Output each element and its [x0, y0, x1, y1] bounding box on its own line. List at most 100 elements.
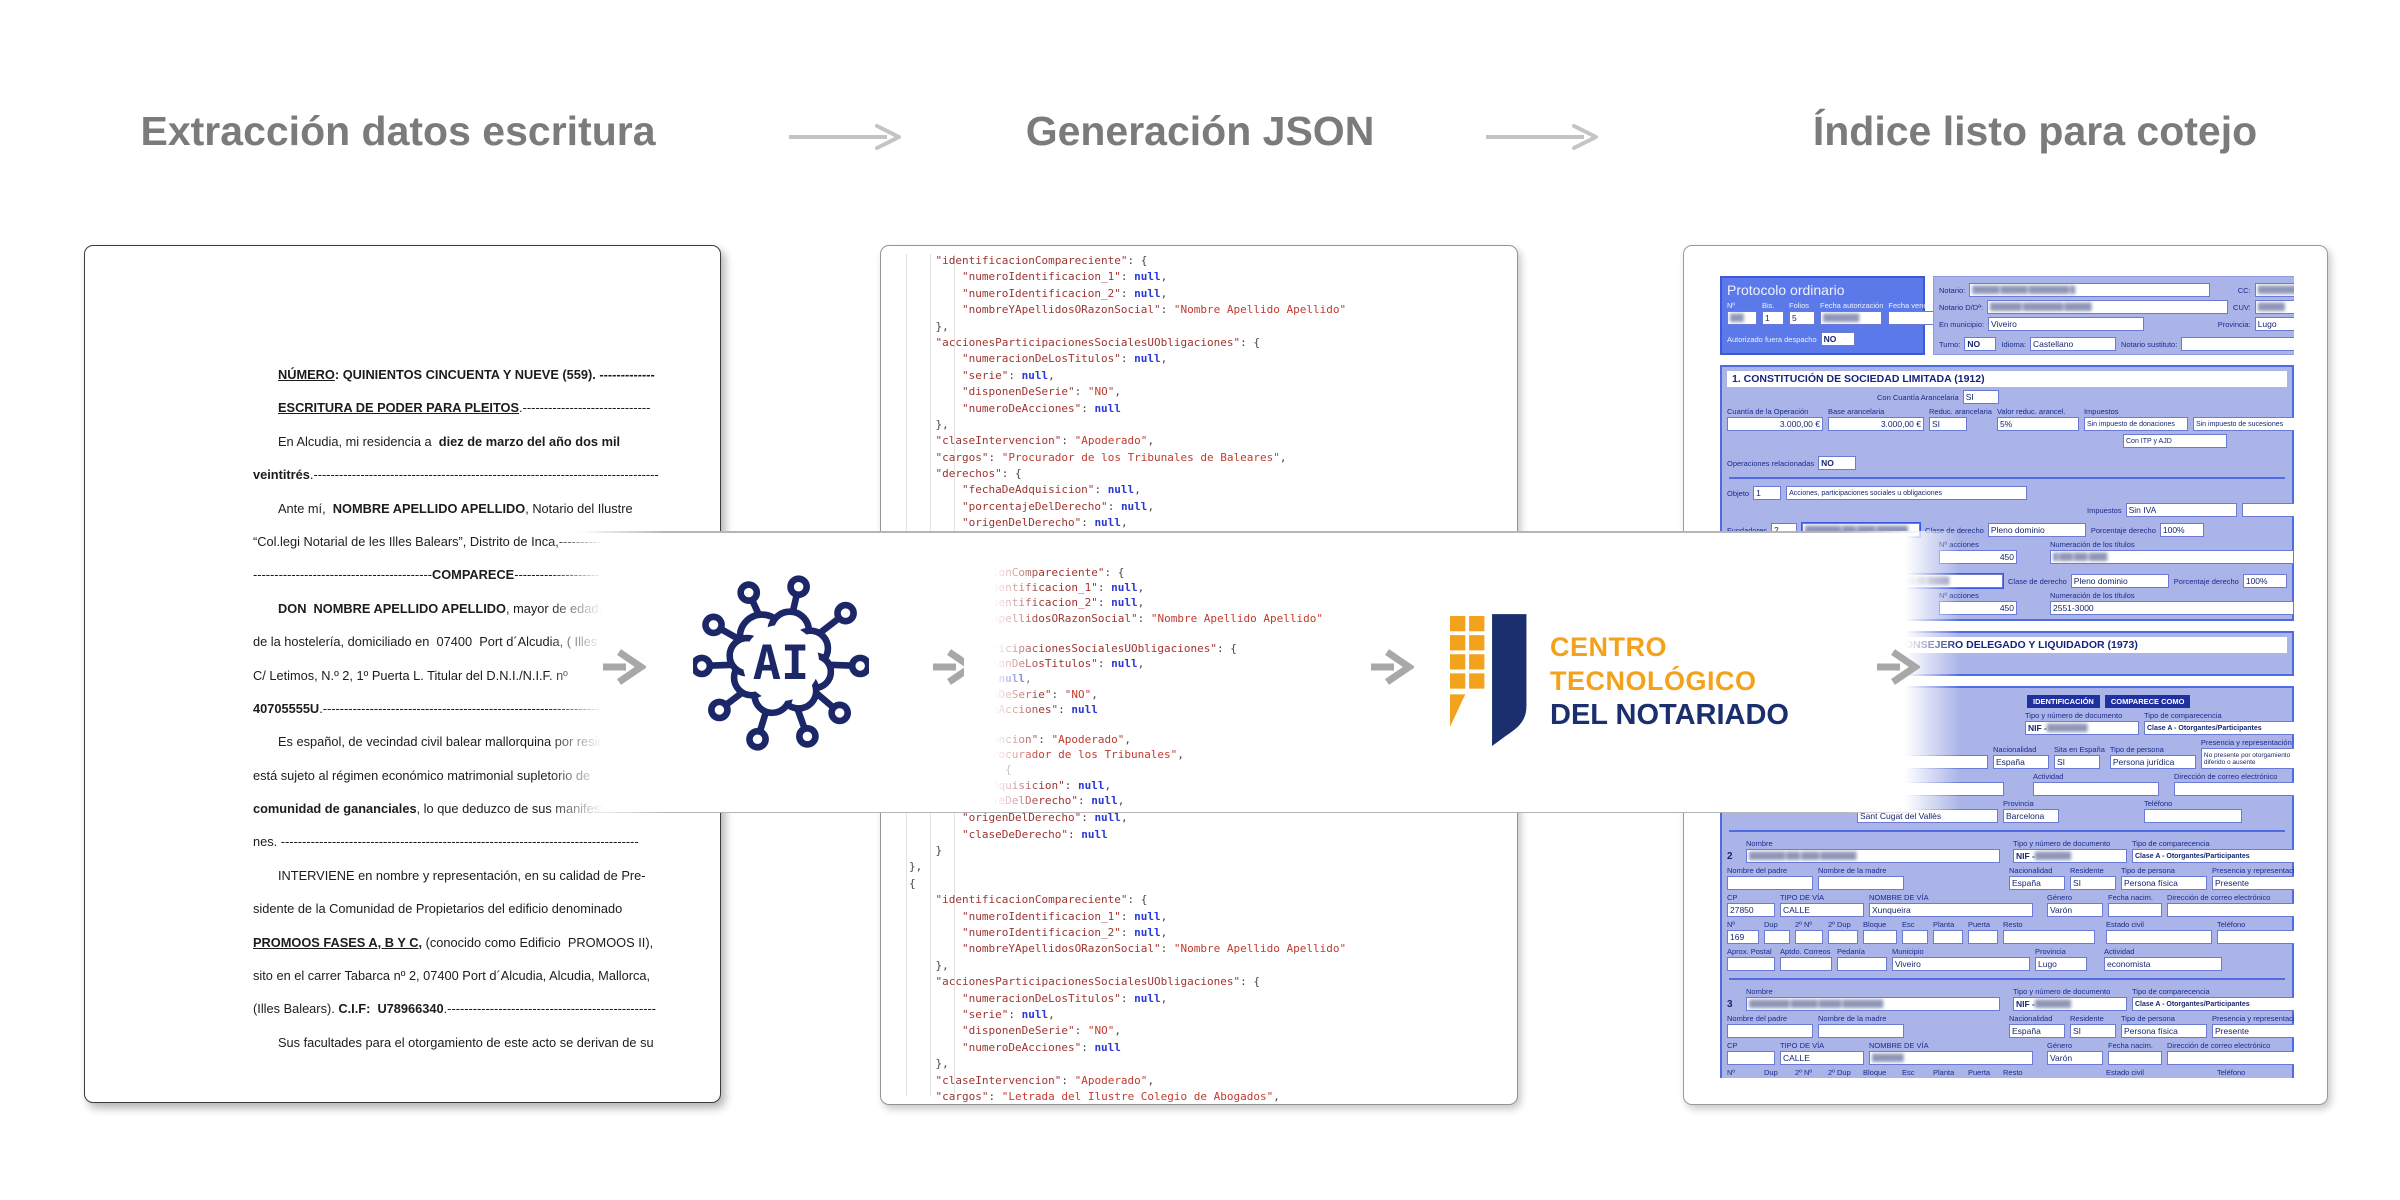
form-input[interactable]: ████████ [1820, 311, 1882, 325]
form-input[interactable]: 3.000,00 € [1828, 417, 1924, 431]
form-input[interactable]: Acciones, participaciones sociales u obl… [1786, 486, 2028, 500]
form-input[interactable] [1795, 930, 1823, 944]
form-input[interactable] [2106, 930, 2212, 944]
form-input[interactable]: Sin IVA [2125, 503, 2237, 517]
field-label: Residente [2070, 866, 2104, 875]
form-input[interactable]: █████████ [2254, 283, 2294, 297]
form-input[interactable]: 5% [1996, 417, 2079, 431]
form-input[interactable] [1727, 1051, 1775, 1065]
form-input[interactable]: █ ███ ███-████ [2050, 550, 2294, 564]
form-input[interactable] [1727, 876, 1813, 890]
form-input[interactable]: España [1993, 755, 2049, 769]
form-input[interactable]: No presente por otorgamiento diferido o … [2200, 748, 2294, 769]
form-input[interactable] [2217, 930, 2294, 944]
form-input[interactable]: SI [1929, 417, 1967, 431]
form-input[interactable]: Xunqueira [1869, 903, 2033, 917]
form-input[interactable]: Clase A - Otorgantes/Participantes [2144, 721, 2294, 735]
form-input[interactable]: Sin impuesto de donaciones [2083, 417, 2188, 431]
form-input[interactable]: █████████ ██████ █████ █████████ [1746, 997, 2000, 1011]
form-input[interactable]: NIF - ████████ [2013, 849, 2127, 863]
form-field: CP [1727, 1041, 1775, 1065]
form-input[interactable]: ███████ █████████ ██████ [1987, 300, 2229, 314]
json-snippet: cacionCompareciente": {roIdentificacion_… [964, 565, 1342, 811]
form-input[interactable] [1828, 930, 1858, 944]
form-input[interactable]: SI [1962, 390, 1999, 404]
form-input[interactable]: NIF - █████████ [2025, 721, 2139, 735]
form-input[interactable]: España [2009, 876, 2065, 890]
form-input[interactable] [1968, 930, 1998, 944]
field-label: Sita en España [2054, 745, 2105, 754]
form-input[interactable]: 3.000,00 € [1727, 417, 1823, 431]
form-input[interactable]: Pleno dominio [2070, 574, 2169, 588]
form-input[interactable] [1837, 957, 1887, 971]
form-input[interactable] [1863, 930, 1897, 944]
form-input[interactable] [2033, 782, 2159, 796]
form-input[interactable]: CALLE [1780, 1051, 1864, 1065]
form-input[interactable]: 5 [1789, 311, 1815, 325]
form-input[interactable] [2144, 809, 2242, 823]
form-input[interactable] [2174, 782, 2294, 796]
form-input[interactable] [1727, 957, 1775, 971]
form-input[interactable]: Presente [2212, 1024, 2294, 1038]
form-input[interactable]: NO [1964, 337, 1997, 351]
form-input[interactable] [1727, 1024, 1813, 1038]
form-input[interactable]: SI [2070, 1024, 2116, 1038]
form-input[interactable] [2108, 903, 2162, 917]
form-input[interactable]: Persona física [2121, 876, 2207, 890]
form-input[interactable] [1902, 930, 1928, 944]
form-input[interactable]: 1 [1753, 486, 1782, 500]
form-input[interactable] [1933, 930, 1963, 944]
form-input[interactable]: 100% [2242, 574, 2287, 588]
form-input[interactable]: NO [1818, 456, 1857, 470]
form-input[interactable] [2108, 1051, 2162, 1065]
form-input[interactable] [1818, 876, 1904, 890]
form-input[interactable]: 2551-3000 [2050, 601, 2294, 615]
form-input[interactable] [2003, 930, 2095, 944]
form-input[interactable]: Persona física [2121, 1024, 2207, 1038]
form-input[interactable] [2167, 1051, 2294, 1065]
form-input[interactable]: Presente [2212, 876, 2294, 890]
form-input[interactable]: CALLE [1780, 903, 1864, 917]
form-input[interactable]: SI [2070, 876, 2116, 890]
form-input[interactable]: 169 [1727, 930, 1759, 944]
form-input[interactable]: Clase A - Otorgantes/Participantes [2132, 849, 2294, 863]
form-input[interactable]: economista [2104, 957, 2222, 971]
document-line: INTERVIENE en nombre y representación, e… [278, 867, 646, 883]
form-input[interactable] [2241, 503, 2294, 517]
field-label: En municipio: [1939, 319, 1985, 329]
form-input[interactable]: Barcelona [2003, 809, 2059, 823]
form-input[interactable]: Varón [2047, 1051, 2103, 1065]
form-input[interactable]: ██████ ██████ █████████ █ [1969, 283, 2211, 297]
form-input[interactable]: ██████ [2254, 300, 2294, 314]
form-input[interactable]: NO [1820, 332, 1855, 346]
form-input[interactable]: Varón [2047, 903, 2103, 917]
form-input[interactable]: Lugo [2254, 317, 2294, 331]
form-input[interactable]: Persona jurídica [2109, 755, 2196, 769]
form-input[interactable]: SI [2054, 755, 2100, 769]
form-input[interactable]: Con ITP y AJD [2123, 434, 2227, 448]
form-input[interactable] [1780, 957, 1832, 971]
form-input[interactable]: Clase A - Otorgantes/Participantes [2132, 997, 2294, 1011]
form-input[interactable]: Castellano [2030, 337, 2117, 351]
form-input[interactable]: ████████ ███ ████ ████████ [1746, 849, 2000, 863]
form-input[interactable]: NIF - ████████ [2013, 997, 2127, 1011]
form-input[interactable] [1818, 1024, 1904, 1038]
form-input[interactable]: Viveiro [1988, 317, 2145, 331]
form-input[interactable]: 1 [1762, 311, 1784, 325]
form-input[interactable]: Lugo [2035, 957, 2087, 971]
form-input[interactable]: 100% [2159, 523, 2204, 537]
form-input[interactable] [1764, 930, 1790, 944]
form-input[interactable]: Viveiro [1892, 957, 2030, 971]
form-input[interactable]: Sin impuesto de sucesiones [2192, 417, 2294, 431]
form-input[interactable] [2181, 337, 2294, 351]
form-input[interactable]: España [2009, 1024, 2065, 1038]
form-input[interactable]: Pleno dominio [1987, 523, 2086, 537]
form-input[interactable]: ███ [1727, 311, 1757, 325]
form-input[interactable] [2167, 903, 2294, 917]
form-input[interactable]: 27850 [1727, 903, 1775, 917]
form-input[interactable]: ███████ [1869, 1051, 2033, 1065]
